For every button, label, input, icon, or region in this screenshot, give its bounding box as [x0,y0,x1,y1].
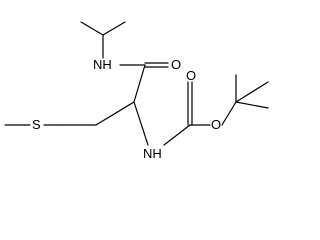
bond-tbutyl-methyl-right [235,101,269,109]
atom-label-carbamate-o-carbonyl: O [186,68,196,83]
bond-isopropyl-right-methyl [102,21,126,36]
atom-label-amide-o: O [171,57,181,72]
bond-alpha-to-ch2 [95,101,135,126]
bond-ester-o-to-tbutyl [221,101,237,126]
molecule-diagram: NH O O O NH S [4,21,269,161]
atom-label-sulfur: S [32,117,41,132]
bond-isopropyl-left-methyl [80,21,104,36]
atom-label-amide-nh: NH [93,57,112,72]
bond-carbamate-nh-to-c [163,124,191,146]
bond-carbonyl-to-alpha [133,64,146,103]
bond-tbutyl-methyl-upper-right [235,81,269,103]
structure-canvas: NH O O O NH S [4,21,269,161]
bond-alpha-to-carbamate-nh [133,101,149,146]
atom-label-carbamate-o-ester: O [211,117,221,132]
atom-label-carbamate-nh: NH [143,146,162,161]
